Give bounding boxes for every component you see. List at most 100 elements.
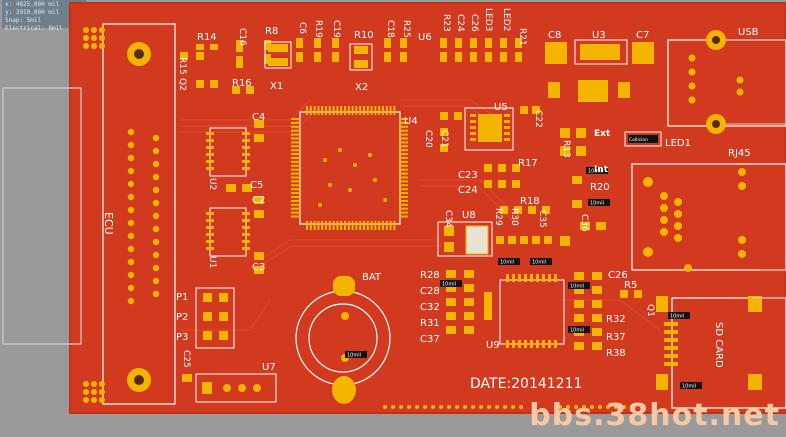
passive-pads-left bbox=[180, 52, 264, 274]
svg-text:U7: U7 bbox=[262, 362, 276, 373]
svg-text:C16: C16 bbox=[237, 28, 247, 46]
svg-text:R19: R19 bbox=[313, 20, 323, 38]
date-label: DATE:20141211 bbox=[470, 376, 582, 392]
crystal-x1 bbox=[264, 41, 292, 69]
svg-text:10mil: 10mil bbox=[500, 260, 514, 266]
svg-text:R29: R29 bbox=[493, 208, 503, 226]
svg-text:R16: R16 bbox=[232, 78, 252, 89]
svg-text:U2: U2 bbox=[207, 178, 217, 190]
svg-text:R5: R5 bbox=[624, 280, 637, 291]
u3-tab bbox=[580, 44, 620, 60]
rj45-outline bbox=[631, 163, 786, 271]
via-row bbox=[383, 405, 626, 409]
svg-text:LED3: LED3 bbox=[483, 8, 493, 31]
svg-text:P2: P2 bbox=[176, 312, 188, 323]
svg-text:Int: Int bbox=[594, 165, 609, 175]
svg-text:C19: C19 bbox=[331, 20, 341, 38]
svg-text:C22: C22 bbox=[533, 110, 543, 128]
svg-text:R10: R10 bbox=[354, 30, 374, 41]
svg-text:R30: R30 bbox=[509, 208, 519, 226]
svg-text:R17: R17 bbox=[518, 158, 538, 169]
u4-center-vias bbox=[318, 148, 387, 207]
svg-text:R32: R32 bbox=[606, 314, 626, 325]
svg-text:C4: C4 bbox=[252, 112, 265, 123]
svg-text:C3: C3 bbox=[252, 262, 265, 273]
c8-pad bbox=[545, 42, 567, 64]
ecu-pin-rows bbox=[127, 128, 160, 305]
label-ecu: ECU bbox=[102, 212, 115, 235]
svg-text:10mil: 10mil bbox=[347, 353, 361, 359]
led1-outline bbox=[624, 131, 662, 147]
crystal-x2 bbox=[349, 43, 373, 71]
ecu-connector-silk bbox=[102, 23, 176, 405]
svg-text:C36: C36 bbox=[579, 214, 589, 232]
top-component-pads bbox=[196, 38, 522, 68]
svg-text:X1: X1 bbox=[270, 81, 283, 92]
resistor-arrays bbox=[446, 270, 642, 350]
readout-y: y: 3910.000 mil bbox=[5, 9, 60, 16]
svg-text:10mil: 10mil bbox=[670, 314, 684, 320]
svg-text:USB: USB bbox=[738, 27, 759, 38]
svg-text:C34: C34 bbox=[443, 210, 453, 228]
svg-text:C24: C24 bbox=[458, 185, 478, 196]
svg-text:SD CARD: SD CARD bbox=[713, 322, 724, 368]
svg-text:C2: C2 bbox=[252, 195, 265, 206]
svg-text:U9: U9 bbox=[486, 340, 500, 351]
svg-text:10mil: 10mil bbox=[590, 201, 604, 207]
svg-text:X2: X2 bbox=[355, 82, 368, 93]
svg-text:RJ45: RJ45 bbox=[728, 148, 751, 159]
svg-text:C6: C6 bbox=[297, 22, 307, 34]
u5-pad bbox=[478, 114, 502, 142]
readout-snap: Snap: 5mil Electrical: 8mil bbox=[5, 17, 63, 32]
svg-text:R20: R20 bbox=[590, 182, 610, 193]
u8-body bbox=[465, 225, 489, 255]
readout-x: x: 4625.000 mil bbox=[5, 1, 60, 8]
svg-text:LED2: LED2 bbox=[501, 8, 511, 31]
svg-text:C37: C37 bbox=[420, 334, 440, 345]
svg-text:P3: P3 bbox=[176, 332, 188, 343]
svg-text:C26: C26 bbox=[608, 270, 628, 281]
svg-text:C20: C20 bbox=[423, 130, 433, 148]
svg-text:10mil: 10mil bbox=[570, 328, 584, 334]
silkscreen-labels: R14 C16 R8 X1 C6 R19 C19 R10 X2 C18 R25 … bbox=[176, 8, 759, 392]
c25-pad bbox=[182, 374, 192, 382]
svg-text:Q2: Q2 bbox=[177, 78, 187, 91]
svg-text:10mil: 10mil bbox=[682, 384, 696, 390]
svg-text:C21: C21 bbox=[439, 130, 449, 148]
svg-text:C5: C5 bbox=[250, 180, 263, 191]
svg-text:U4: U4 bbox=[404, 116, 418, 127]
u1-ic bbox=[206, 207, 250, 257]
svg-text:R8: R8 bbox=[265, 26, 278, 37]
svg-text:U6: U6 bbox=[418, 32, 432, 43]
svg-text:Q1: Q1 bbox=[645, 304, 655, 317]
svg-text:R13: R13 bbox=[561, 140, 571, 158]
svg-text:U8: U8 bbox=[462, 210, 476, 221]
svg-text:10mil: 10mil bbox=[570, 284, 584, 290]
svg-text:C25: C25 bbox=[181, 350, 191, 368]
c7-pad bbox=[632, 42, 654, 64]
svg-text:C35: C35 bbox=[537, 210, 547, 228]
svg-text:U5: U5 bbox=[494, 102, 508, 113]
via-cluster bbox=[83, 27, 105, 403]
u4-pins bbox=[291, 106, 408, 230]
svg-text:P1: P1 bbox=[176, 292, 188, 303]
svg-text:C8: C8 bbox=[548, 30, 561, 41]
sd-card-slot bbox=[656, 296, 786, 409]
svg-text:C23: C23 bbox=[458, 170, 478, 181]
u4-outline bbox=[299, 111, 401, 225]
u2-ic bbox=[206, 127, 250, 177]
u5-pins bbox=[470, 114, 510, 141]
clearance-markers: 10mil 10mil 10mil 10mil 10mil 10mil 10mi… bbox=[345, 167, 702, 390]
u8-outline bbox=[437, 221, 493, 257]
svg-text:Ext: Ext bbox=[594, 129, 611, 139]
svg-text:R31: R31 bbox=[420, 318, 440, 329]
u7-header bbox=[195, 373, 277, 403]
u9-pins bbox=[506, 274, 557, 348]
u5-outline bbox=[464, 107, 514, 151]
svg-text:C18: C18 bbox=[385, 20, 395, 38]
rj45-pads bbox=[643, 168, 746, 272]
usb-pads bbox=[688, 54, 744, 104]
svg-text:C28: C28 bbox=[420, 286, 440, 297]
